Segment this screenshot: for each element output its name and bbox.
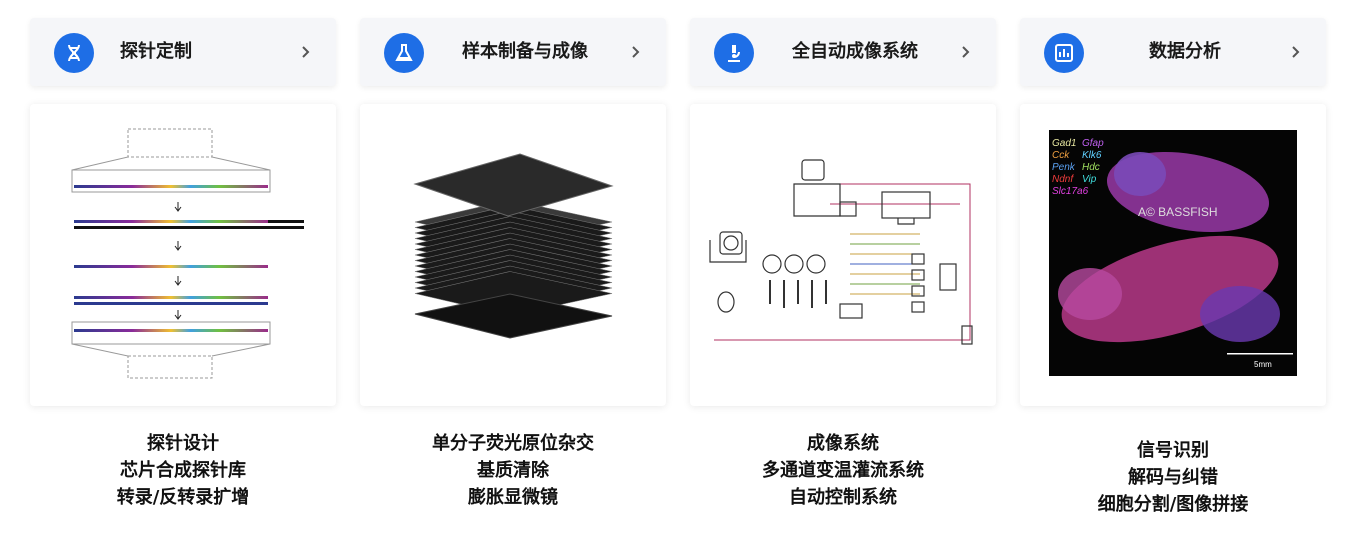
step-header-probe[interactable]: 探针定制 (30, 18, 336, 86)
description-line: 多通道变温灌流系统 (762, 460, 924, 481)
step-description: 成像系统 多通道变温灌流系统 自动控制系统 (690, 430, 996, 511)
legend-gene-label: Hdc (1082, 162, 1100, 173)
legend-gene-label: Klk6 (1082, 150, 1102, 161)
microscope-icon (714, 33, 754, 73)
step-description: 探针设计 芯片合成探针库 转录/反转录扩增 (30, 430, 336, 511)
description-line: 信号识别 (1137, 440, 1209, 461)
probe-diagram (71, 128, 304, 379)
description-line: 基质清除 (477, 460, 549, 481)
step-title: 全自动成像系统 (792, 41, 918, 62)
description-line: 转录/反转录扩增 (116, 487, 250, 508)
chevron-right-icon (302, 46, 310, 58)
description-line: 膨胀显微镜 (468, 487, 558, 508)
legend-gene-label: Penk (1052, 162, 1076, 173)
flask-icon (384, 33, 424, 73)
legend-gene-label: Ndnf (1052, 174, 1074, 185)
bar-chart-icon (1044, 33, 1084, 73)
chevron-right-icon (962, 46, 970, 58)
legend-gene-label: Cck (1052, 150, 1070, 161)
step-header-imaging[interactable]: 全自动成像系统 (690, 18, 996, 86)
perfusion-schematic (709, 159, 973, 345)
description-line: 成像系统 (807, 433, 879, 454)
step-title: 数据分析 (1149, 41, 1221, 62)
scale-bar-label: 5mm (1254, 360, 1272, 369)
legend-gene-label: Gad1 (1052, 138, 1076, 149)
chevron-right-icon (1292, 46, 1300, 58)
step-header-analysis[interactable]: 数据分析 (1020, 18, 1326, 86)
description-line: 芯片合成探针库 (120, 460, 246, 481)
sample-figure-card (360, 104, 666, 406)
description-line: 探针设计 (147, 433, 219, 454)
step-header-sample[interactable]: 样本制备与成像 (360, 18, 666, 86)
step-title: 样本制备与成像 (462, 41, 588, 62)
dna-icon (54, 33, 94, 73)
chevron-right-icon (632, 46, 640, 58)
probe-figure-card (30, 104, 336, 406)
description-line: 单分子荧光原位杂交 (432, 433, 594, 454)
imaging-figure-card (690, 104, 996, 406)
step-description: 单分子荧光原位杂交 基质清除 膨胀显微镜 (360, 430, 666, 511)
description-line: 自动控制系统 (789, 487, 897, 508)
legend-gene-label: Gfap (1082, 138, 1104, 149)
legend-gene-label: Slc17a6 (1052, 186, 1089, 197)
stack-diagram (413, 153, 614, 339)
step-title: 探针定制 (120, 41, 192, 62)
legend-gene-label: Vip (1082, 174, 1097, 185)
description-line: 细胞分割/图像拼接 (1097, 494, 1249, 515)
description-line: 解码与纠错 (1128, 467, 1218, 488)
step-description: 信号识别 解码与纠错 细胞分割/图像拼接 (1020, 437, 1326, 518)
watermark: A© BASSFISH (1138, 205, 1218, 219)
